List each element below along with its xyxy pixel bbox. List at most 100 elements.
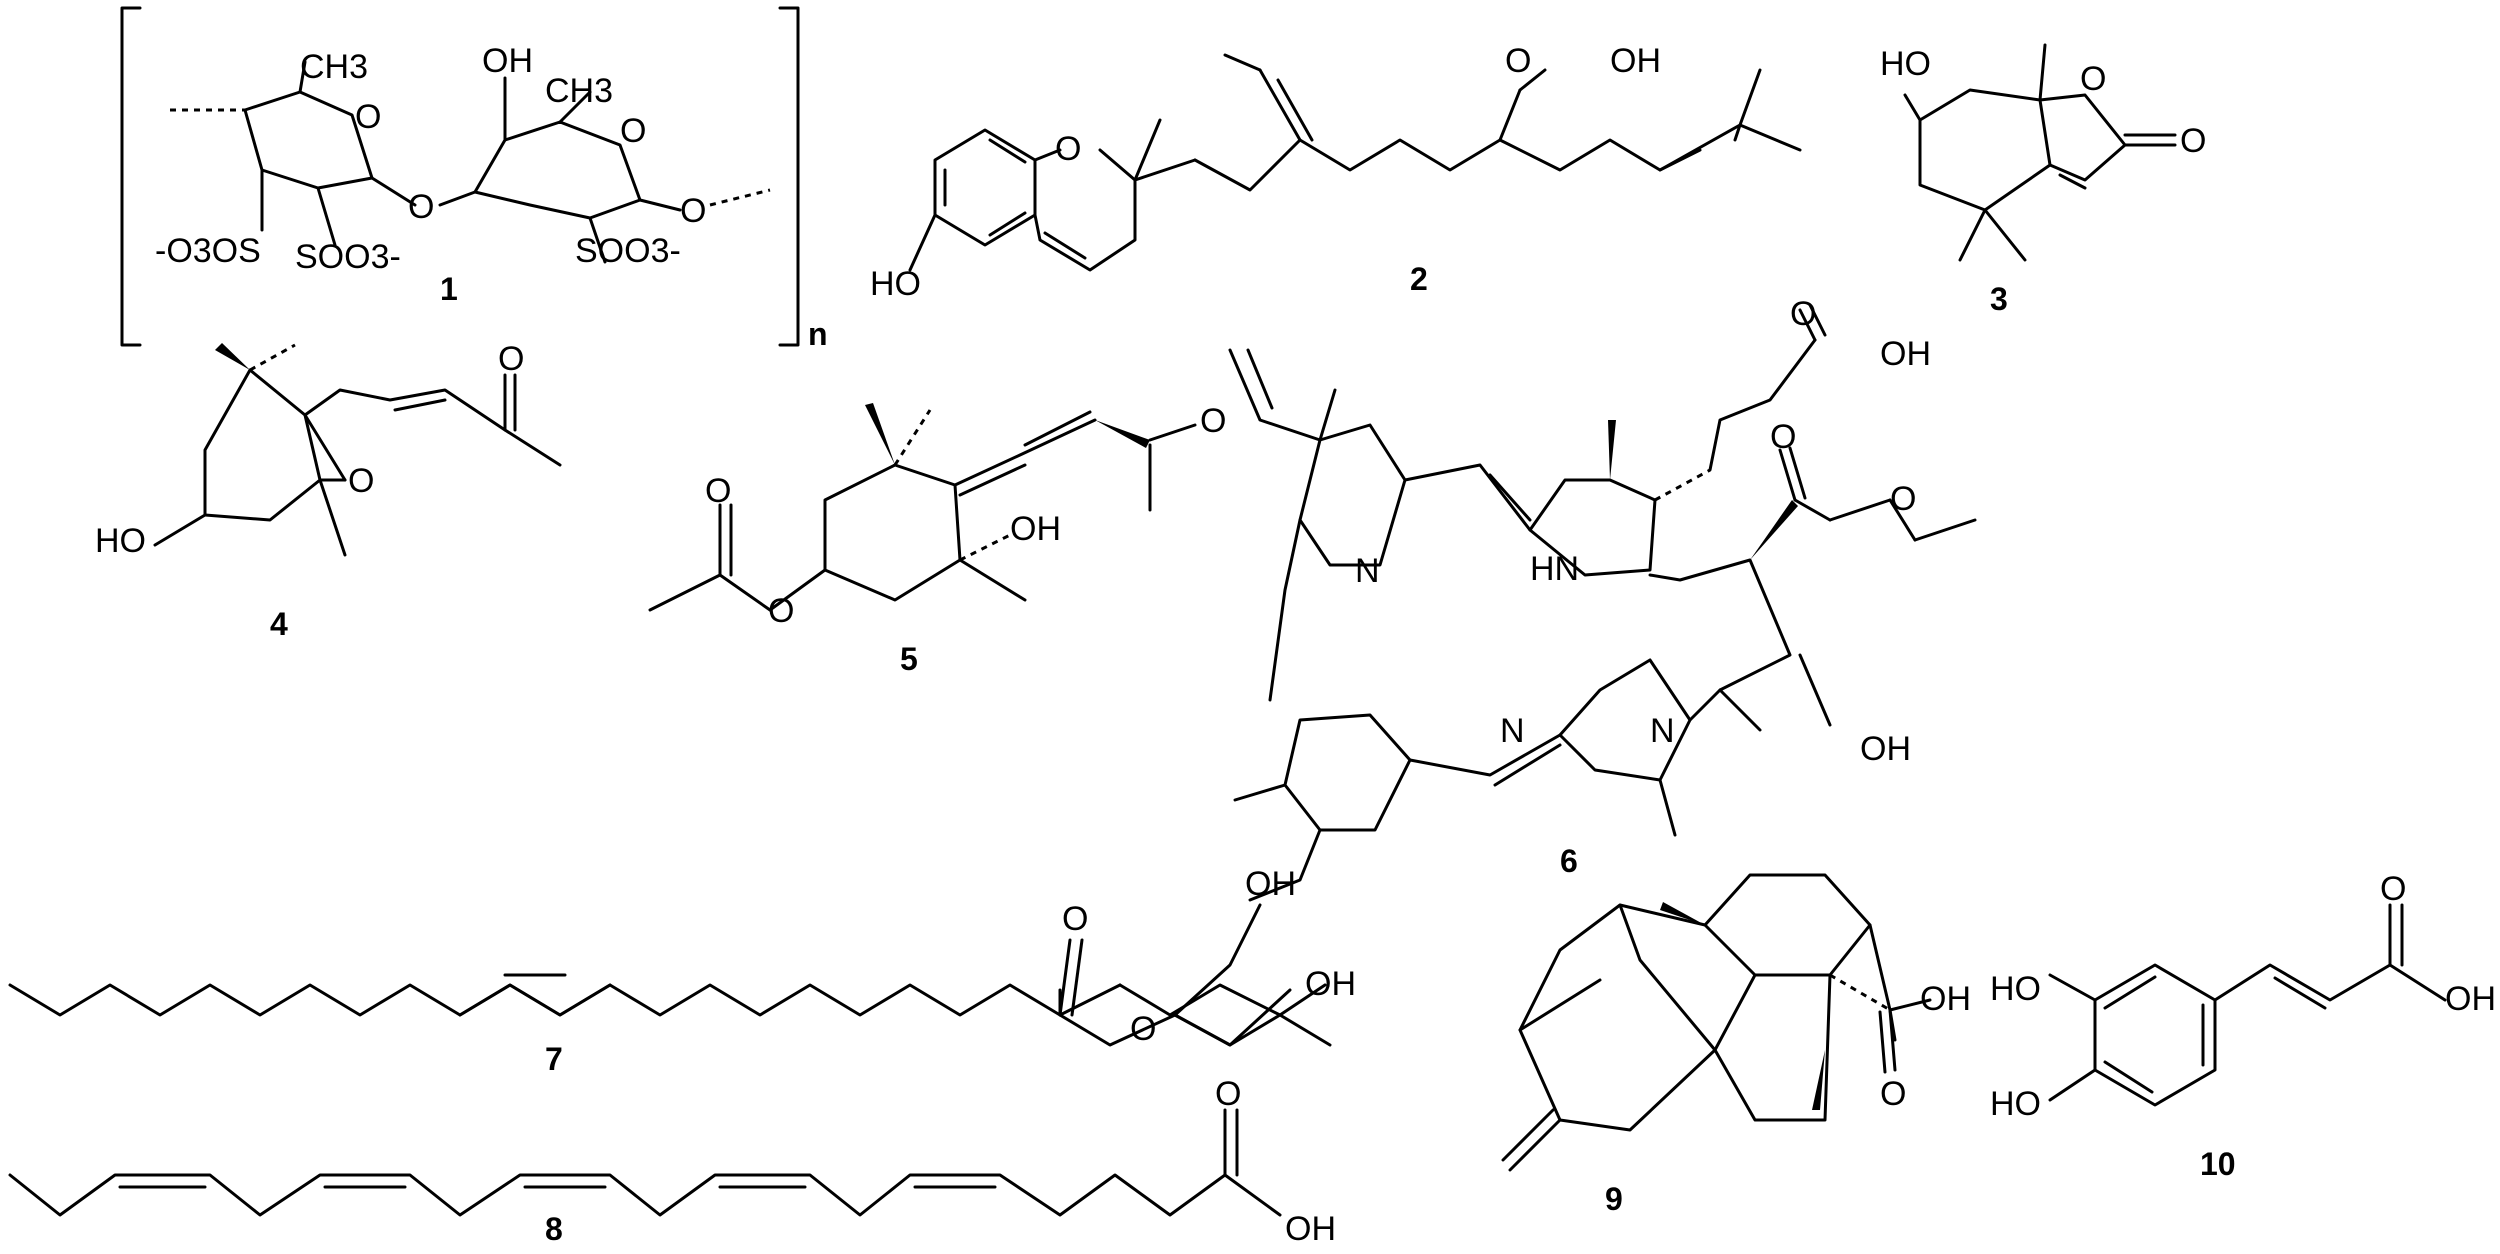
compound-number-3: 3: [1990, 281, 2008, 317]
meso-bridge-top: [1403, 463, 1532, 532]
pyran-ring: [1033, 148, 1137, 272]
label-o-acid: O: [1505, 42, 1531, 80]
label-o-ring: O: [1055, 130, 1081, 168]
compound-number-5: 5: [900, 641, 918, 677]
ring-a: [243, 90, 374, 190]
label-soo3-a: SOO3-: [295, 238, 401, 276]
polyene-chain: [8, 1173, 1227, 1217]
label-ch3-b: CH3: [545, 72, 613, 110]
label-oh-top: OH: [1245, 865, 1296, 903]
meso-bridge-bottom: [1408, 733, 1562, 777]
label-o-ketone: O: [1200, 402, 1226, 440]
label-o-ester: O: [1890, 480, 1916, 518]
lactone-ring: [2038, 93, 2127, 182]
glycerol-ester: [1058, 938, 1332, 1047]
compound-number-8: 8: [545, 1211, 563, 1247]
ring-b: [1713, 973, 1832, 1122]
compound-3: HO O O 3: [1880, 43, 2206, 317]
bracket-right: [778, 6, 800, 347]
label-oh-b: OH: [482, 42, 533, 80]
label-ho-top: HO: [1990, 970, 2041, 1008]
glycerol-ch2oh-bottom: [1173, 988, 1292, 1047]
cyclohexane-ring: [1918, 88, 2052, 212]
label-oh-enol: OH: [1860, 730, 1911, 768]
compound-2: O HO O OH 2: [870, 42, 1802, 303]
compound-number-9: 9: [1605, 1181, 1623, 1217]
label-oh-acid: OH: [1610, 42, 1661, 80]
ring-a: [1703, 873, 1872, 977]
compound-6: O OH N HN O O N N OH 6: [1228, 295, 1977, 902]
fatty-chain-mid: [458, 983, 612, 1017]
label-oh-acid: OH: [2445, 980, 2496, 1018]
label-o-ring-a: O: [355, 98, 381, 136]
label-o: O: [1880, 1075, 1906, 1113]
compound-8: O OH 8: [8, 1075, 1336, 1248]
bridge: [1518, 903, 1717, 1052]
cyclohexane-ring: [823, 463, 962, 602]
label-ho: HO: [1880, 45, 1931, 83]
label-o-end: O: [680, 192, 706, 230]
pyrrole-a: [1298, 423, 1407, 567]
compound-4: O O HO 4: [95, 340, 562, 642]
label-o-acetyl-ester: O: [768, 592, 794, 630]
label-oh: OH: [1010, 510, 1061, 548]
bicyclic-ring: [1518, 903, 1717, 1132]
compound-10: HO HO O OH 10: [1990, 870, 2496, 1182]
propionic-chain: [1708, 338, 1817, 472]
label-o-acetyl-carbonyl: O: [705, 472, 731, 510]
bracket-left: [120, 6, 142, 347]
fatty-chain-end: [1118, 983, 1327, 1017]
compound-number-1: 1: [440, 271, 458, 307]
label-o-carbonyl: O: [1062, 900, 1088, 938]
label-o-ring-b: O: [620, 112, 646, 150]
label-oh-acid: OH: [1880, 335, 1931, 373]
label-o3so: -O3OS: [155, 232, 261, 270]
acetate-group: [648, 503, 772, 612]
allene-chain: [953, 418, 1097, 487]
label-o-ester-carbonyl: O: [1770, 418, 1796, 456]
label-o-acid: O: [2380, 870, 2406, 908]
pyrrole-c: [1283, 713, 1412, 832]
label-o-acid: O: [1790, 295, 1816, 333]
cyclohexane-ring: [203, 368, 322, 522]
benzene-ring: [933, 128, 1037, 247]
compound-number-2: 2: [1410, 261, 1428, 297]
isocyclic-ring: [1648, 558, 1792, 722]
compound-9: OH O 9: [1501, 873, 1971, 1217]
compound-7: O O OH OH 7: [8, 865, 1356, 1077]
compound-number-6: 6: [1560, 843, 1578, 879]
label-soo3-b: SOO3-: [575, 232, 681, 270]
meso-bridge-left: [1268, 518, 1302, 702]
compound-number-7: 7: [545, 1041, 563, 1077]
ring-b: [473, 120, 642, 220]
label-o-ester: O: [1130, 1010, 1156, 1048]
label-ch3-a: CH3: [300, 48, 368, 86]
glycerol-ch2oh-top: [1173, 903, 1262, 1017]
label-n-d: N: [1650, 712, 1675, 750]
compound-5: O O O OH 5: [648, 402, 1226, 677]
label-o-carbonyl: O: [2180, 122, 2206, 160]
repeat-label-n: n: [808, 316, 828, 352]
label-o-ketone: O: [498, 340, 524, 378]
label-ho-bottom: HO: [1990, 1085, 2041, 1123]
ethyl-group: [1248, 828, 1322, 902]
compound-number-10: 10: [2200, 1146, 2236, 1182]
label-o-epoxide: O: [348, 462, 374, 500]
label-o-acid: O: [1215, 1075, 1241, 1113]
label-oh-bottom: OH: [1305, 965, 1356, 1003]
label-ho: HO: [95, 522, 146, 560]
vinyl-group: [1228, 348, 1322, 442]
label-ho: HO: [870, 265, 921, 303]
acrylic-chain: [2213, 963, 2392, 1002]
side-chain: [1193, 68, 1762, 192]
label-o-ring: O: [2080, 60, 2106, 98]
label-oh-acid: OH: [1285, 1210, 1336, 1248]
compound-number-4: 4: [270, 606, 288, 642]
benzene-ring: [2093, 963, 2217, 1107]
label-n-c: N: [1500, 712, 1525, 750]
label-oh: OH: [1920, 980, 1971, 1018]
label-o-link: O: [408, 188, 434, 226]
label-hn-b: HN: [1530, 550, 1579, 588]
